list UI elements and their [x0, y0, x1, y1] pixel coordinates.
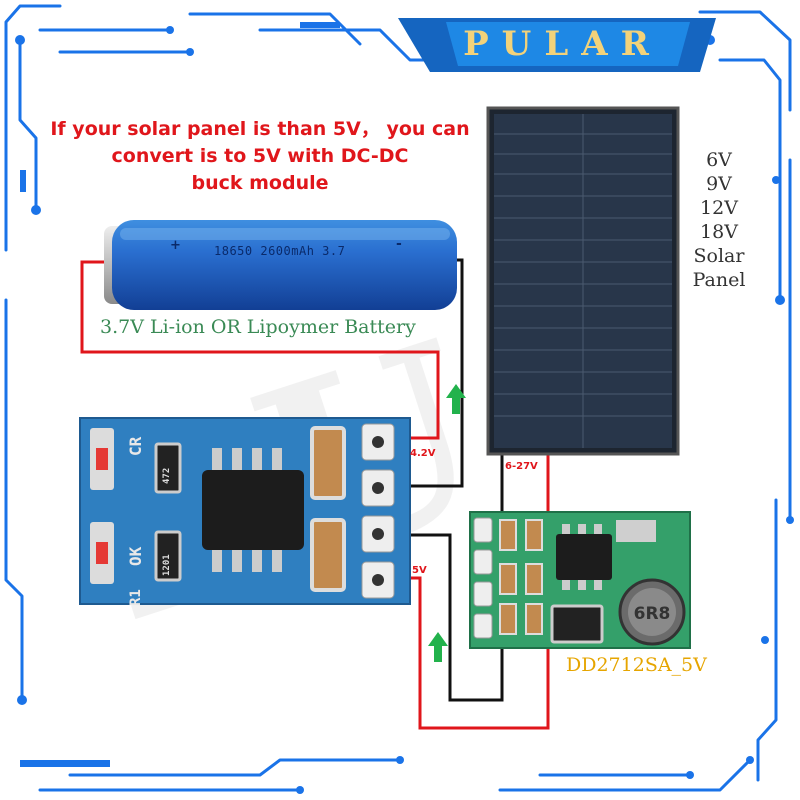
solar-voltage-list: 6V 9V 12V 18V Solar Panel — [684, 148, 754, 292]
arrow-up-icon — [428, 632, 448, 662]
battery-label: 3.7V Li-ion OR Lipoymer Battery — [100, 316, 416, 338]
solar-caption: Panel — [692, 269, 746, 291]
buck-module-label: DD2712SA_5V — [566, 654, 707, 676]
battery-print: 18650 2600mAh 3.7 — [214, 244, 346, 258]
label-5v: 5V — [412, 565, 427, 576]
solar-caption: Solar — [693, 245, 745, 267]
voltage-option: 12V — [700, 197, 738, 219]
brand-name: PULAR — [463, 24, 662, 64]
inductor-marking: 6R8 — [634, 604, 671, 624]
voltage-option: 18V — [700, 221, 738, 243]
arrow-up-icon — [446, 384, 466, 414]
warning-line: If your solar panel is than 5V， you can — [50, 118, 470, 140]
label-6-27v: 6-27V — [505, 461, 538, 472]
voltage-option: 6V — [706, 149, 732, 171]
battery-positive-wire — [80, 260, 440, 440]
label-4-2v: 4.2V — [410, 448, 436, 459]
warning-line: buck module — [191, 172, 329, 194]
battery-plus: + — [170, 238, 181, 253]
voltage-option: 9V — [706, 173, 732, 195]
battery-minus: - — [396, 236, 402, 252]
warning-text: If your solar panel is than 5V， you can … — [20, 116, 500, 197]
warning-line: convert is to 5V with DC-DC — [111, 145, 409, 167]
